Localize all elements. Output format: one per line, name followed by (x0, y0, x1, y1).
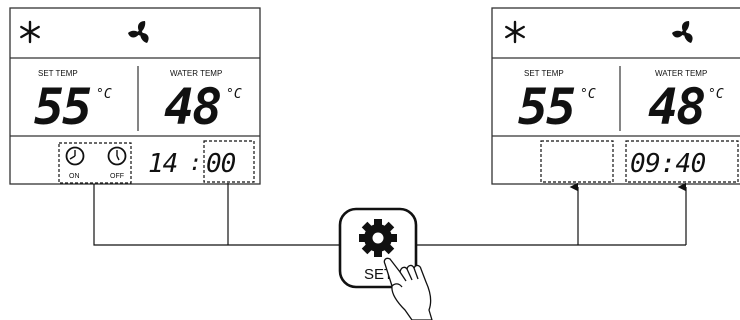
timer-off-icon (107, 146, 127, 166)
clock-highlight-box (625, 140, 739, 183)
water-temp-label: WATER TEMP (655, 69, 707, 78)
right-lcd-panel: SET TEMP WATER TEMP 55 °C 48 °C 09:40 (491, 7, 740, 185)
connector-lines (93, 182, 687, 246)
water-temp-label: WATER TEMP (170, 69, 222, 78)
timer-on-label: ON (69, 173, 80, 180)
set-temp-label: SET TEMP (38, 69, 78, 78)
set-temp-unit: °C (96, 87, 112, 102)
pointing-hand-icon (383, 257, 433, 320)
clock-minutes: 00 (206, 149, 236, 179)
set-temp-unit: °C (580, 87, 596, 102)
set-temp-value: 55 (518, 78, 575, 136)
clock-display: 09:40 (630, 149, 706, 179)
clock-separator: : (189, 151, 202, 176)
set-temp-value: 55 (34, 78, 91, 136)
left-lcd-panel: SET TEMP WATER TEMP 55 °C 48 °C ON OFF 1… (9, 7, 261, 185)
timer-highlight-box (58, 142, 132, 184)
fan-icon (128, 21, 149, 43)
fan-icon (672, 21, 693, 43)
water-temp-value: 48 (164, 78, 220, 136)
snowflake-icon (505, 20, 525, 44)
gear-icon (359, 219, 397, 257)
timer-off-label: OFF (110, 173, 124, 180)
timer-empty-box (540, 140, 614, 183)
set-button-label: SET (364, 266, 393, 283)
water-temp-unit: °C (708, 87, 724, 102)
minutes-highlight-box (203, 140, 255, 183)
water-temp-unit: °C (226, 87, 242, 102)
clock-hours: 14 (148, 149, 177, 179)
water-temp-value: 48 (648, 78, 704, 136)
set-temp-label: SET TEMP (524, 69, 564, 78)
timer-on-icon (65, 146, 85, 166)
snowflake-icon (20, 20, 40, 44)
